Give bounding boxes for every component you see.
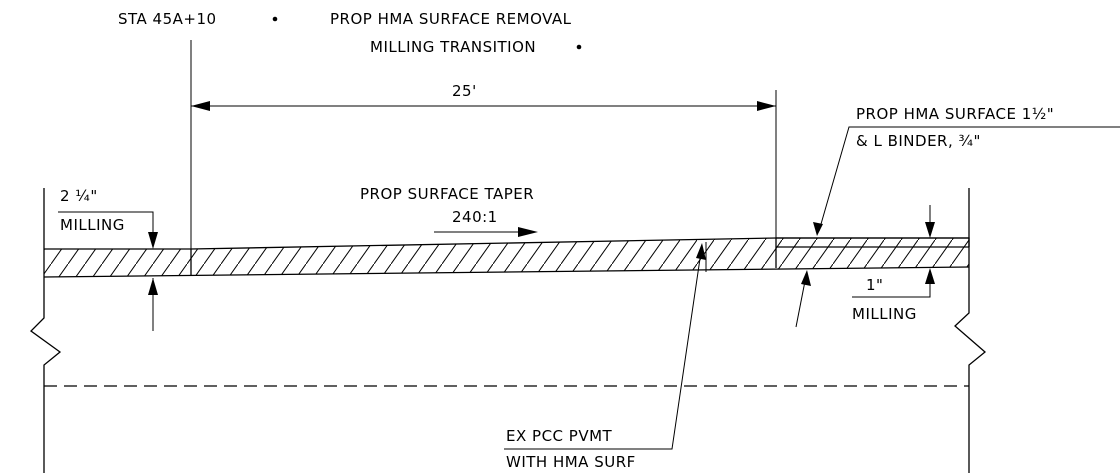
surface-label-line2: & L BINDER, ¾" [856,132,981,150]
dimension-length-label: 25' [452,82,477,100]
milling-right-text: MILLING [852,305,917,323]
taper-label-line1: PROP SURFACE TAPER [360,185,534,203]
station-label: STA 45A+10 [118,10,217,28]
taper-label-line2: 240:1 [452,208,498,226]
pavement-left-edge [30,188,62,473]
removal-label-line1: PROP HMA SURFACE REMOVAL [330,10,572,28]
existing-leader [504,243,706,450]
removal-label-line2: MILLING TRANSITION [370,38,536,56]
taper-direction-arrow [434,227,538,237]
station-bullet [272,16,278,22]
surface-leader [813,126,1120,236]
surface-label-line1: PROP HMA SURFACE 1½" [856,105,1054,123]
existing-label-line1: EX PCC PVMT [506,427,613,445]
length-dimension [191,101,776,111]
milling-left-text: MILLING [60,216,125,234]
existing-label-line2: WITH HMA SURF [506,453,636,471]
proposed-surface-layer [776,237,970,248]
milling-right-leader [795,205,935,328]
pavement-right-edge [954,188,987,473]
milling-right-depth: 1" [866,276,883,294]
removal-bullet [576,44,582,50]
milling-left-leader [58,211,158,331]
milling-left-depth: 2 ¼" [60,187,98,205]
milling-layer [43,237,970,278]
